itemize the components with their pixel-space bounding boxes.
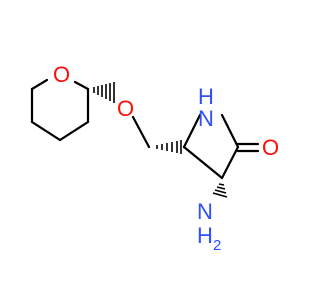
ether-oxygen-label: O — [117, 96, 134, 121]
bond-o1-c2 — [73, 80, 90, 91]
bond-c6-o1 — [30, 78, 49, 91]
bond-n1-c2 — [220, 113, 240, 149]
bond-c2-c3 — [220, 145, 240, 180]
pyran-ring — [30, 78, 90, 142]
carbonyl-double-bond — [236, 142, 260, 153]
bond-c4-n1 — [182, 113, 202, 149]
amine-h-label: H — [197, 223, 213, 248]
ring-oxygen-label: O — [53, 62, 70, 87]
structure-diagram: O O H N O N H 2 — [30, 62, 279, 254]
carbonyl-oxygen-label: O — [262, 135, 279, 160]
azetidinone-ring — [182, 113, 240, 180]
lactam-n-label: N — [198, 106, 214, 131]
hashed-wedge-amine — [212, 183, 228, 198]
hashed-wedge-anomeric — [93, 82, 115, 103]
bond-c3-c4 — [58, 120, 90, 142]
bond-c3-c4 — [182, 145, 224, 180]
amine-n-label: N — [197, 199, 213, 224]
hashed-wedge-ch2 — [156, 140, 182, 154]
bond-c4-c5 — [30, 120, 62, 142]
lactam-nh-label: H — [198, 84, 214, 109]
amine-subscript-label: 2 — [213, 237, 221, 254]
bond-o-ch2 — [131, 115, 151, 149]
